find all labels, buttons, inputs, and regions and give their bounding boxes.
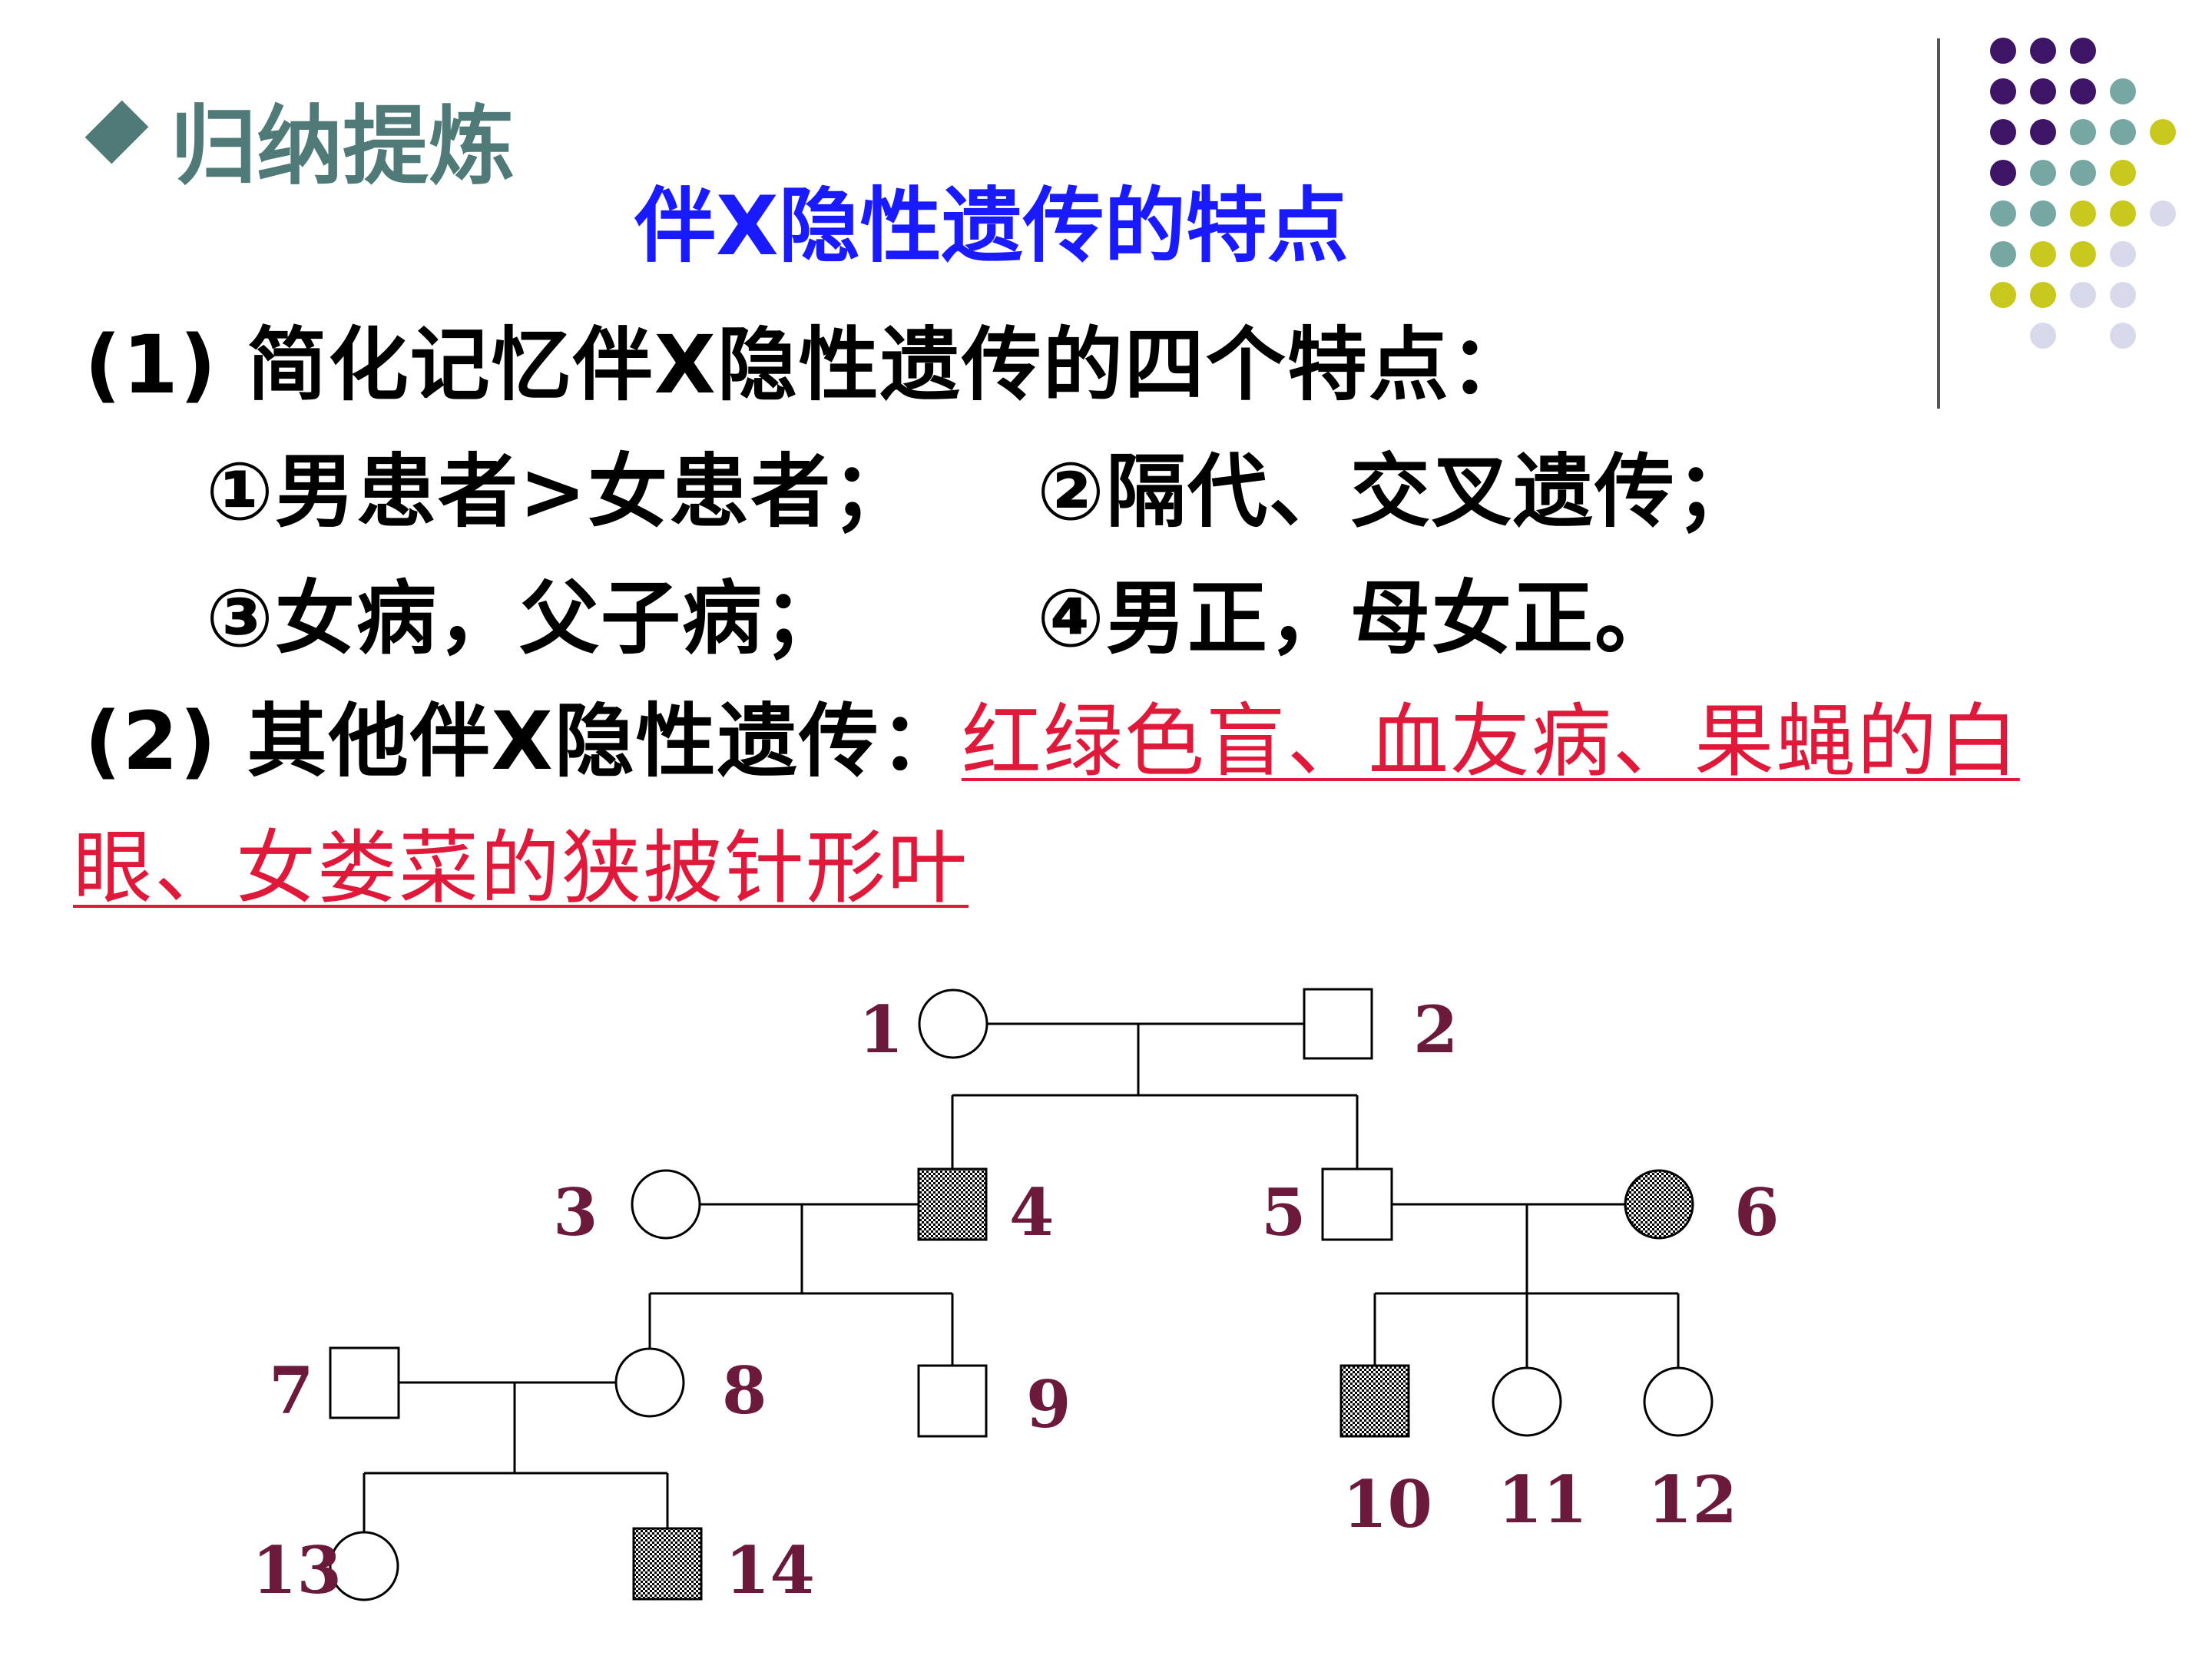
vertical-divider	[1937, 38, 1940, 409]
individual-12-female	[1643, 1366, 1714, 1437]
dot-grid-lavender	[2030, 200, 2176, 349]
individual-5-male	[1321, 1167, 1393, 1241]
individual-7-male	[329, 1346, 400, 1419]
point-1: ①男患者>女患者；	[206, 445, 914, 538]
label-9: 9	[1026, 1366, 1071, 1442]
label-11: 11	[1498, 1462, 1588, 1538]
label-13: 13	[252, 1532, 342, 1608]
individual-2-male	[1303, 988, 1373, 1060]
individual-10-male-affected	[1339, 1364, 1410, 1438]
individual-9-male	[917, 1364, 988, 1438]
label-10: 10	[1343, 1466, 1432, 1542]
pedigree-symbols	[329, 988, 1714, 1601]
dot-grid-purple	[1990, 38, 2096, 186]
label-4: 4	[1009, 1174, 1054, 1250]
label-3: 3	[553, 1174, 598, 1250]
label-6: 6	[1734, 1174, 1779, 1250]
text-line-2: (2) 其他伴X隐性遗传：红绿色盲、血友病、果蝇的白	[84, 676, 2020, 792]
label-1: 1	[859, 992, 903, 1068]
label-8: 8	[722, 1353, 767, 1429]
individual-14-male-affected	[632, 1527, 703, 1601]
individual-3-female	[631, 1169, 701, 1240]
label-5: 5	[1261, 1174, 1306, 1250]
examples-highlight-1: 红绿色盲、血友病、果蝇的白	[961, 694, 2020, 788]
label-2: 2	[1413, 992, 1458, 1068]
label-12: 12	[1647, 1462, 1737, 1538]
text-line-3: 眼、女娄菜的狭披针形叶	[73, 803, 969, 919]
text-line-1: (1) 简化记忆伴X隐性遗传的四个特点：	[84, 318, 1532, 412]
point-4: ④男正，母女正。	[1037, 571, 1677, 665]
page-title: 归纳提炼	[171, 97, 515, 197]
individual-11-female	[1492, 1366, 1562, 1437]
slide-subtitle: 伴X隐性遗传的特点	[634, 179, 1349, 273]
pedigree-lines	[363, 1022, 1680, 1532]
individual-8-female	[614, 1347, 685, 1418]
examples-highlight-2: 眼、女娄菜的狭披针形叶	[73, 821, 969, 915]
label-14: 14	[725, 1532, 815, 1608]
individual-13-female	[329, 1531, 399, 1601]
individual-1-female	[918, 988, 988, 1059]
pedigree-labels: 1 2 3 4 5 6 7 8 9 10 11 12 13 14	[252, 992, 1779, 1608]
dot-grid-teal	[1990, 78, 2136, 267]
individual-4-male-affected	[917, 1167, 988, 1241]
label-7: 7	[269, 1353, 313, 1429]
text-line-2-prefix: (2) 其他伴X隐性遗传：	[84, 694, 962, 788]
point-3: ③女病，父子病；	[206, 571, 846, 665]
individual-6-female-affected	[1624, 1169, 1694, 1240]
point-2: ②隔代、交叉遗传；	[1037, 445, 1758, 538]
dot-grid-yellow	[1990, 119, 2176, 308]
